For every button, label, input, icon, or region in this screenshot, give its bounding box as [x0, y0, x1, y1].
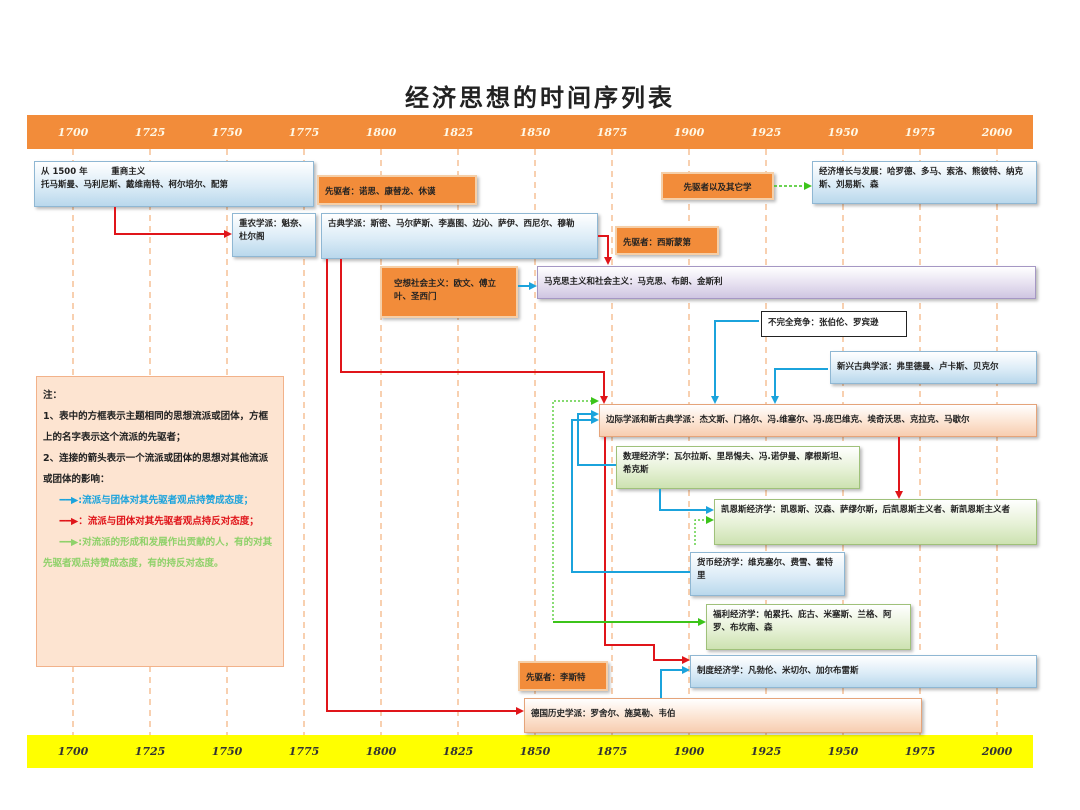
- arrow-math-to-marginal: [577, 410, 616, 466]
- box-imperfect: 不完全竞争：张伯伦、罗宾逊: [761, 311, 907, 337]
- arrow-classical-to-historical: [326, 259, 524, 715]
- arrow-monetary-to-marginal: [571, 416, 690, 573]
- top-tick-1850: 1850: [519, 125, 551, 139]
- legend-blue-arrow-item: ━━▶:流派与团体对其先驱者观点持赞成态度；: [43, 490, 277, 511]
- arrow-math-to-keynes: [659, 489, 714, 514]
- bottom-tick-1800: 1800: [365, 745, 397, 758]
- legend-line-arrows: 2、连接的箭头表示一个流派或团体的思想对其他流派或团体的影响：: [43, 453, 269, 485]
- arrow-new-classical-to-marginal: [771, 368, 828, 404]
- arrow-marginal-to-institutional: [604, 437, 690, 664]
- top-tick-1975: 1975: [904, 125, 936, 139]
- top-tick-1800: 1800: [365, 125, 397, 139]
- top-tick-2000: 2000: [981, 125, 1013, 139]
- top-tick-1825: 1825: [442, 125, 474, 139]
- legend-title: 注：: [43, 390, 63, 401]
- top-tick-1775: 1775: [288, 125, 320, 139]
- legend-red-arrow-item: ━━▶：流派与团体对其先驱者观点持反对态度；: [43, 511, 277, 532]
- arrow-list-to-institutional: [660, 666, 690, 698]
- bottom-tick-2000: 2000: [981, 745, 1013, 758]
- arrow-imperfect-to-marginal: [711, 320, 759, 404]
- blue-arrow-icon: ━━▶: [43, 495, 79, 506]
- bottom-tick-1900: 1900: [673, 745, 705, 758]
- box-forerunner-sismondi: 先驱者：西斯蒙第: [615, 226, 719, 255]
- top-tick-1725: 1725: [134, 125, 166, 139]
- box-keynes: 凯恩斯经济学：凯恩斯、汉森、萨缪尔斯，后凯恩斯主义者、新凯恩斯主义者: [714, 499, 1037, 545]
- bottom-tick-1700: 1700: [57, 745, 89, 758]
- arrow-classical-to-marginal: [340, 259, 608, 404]
- box-marxism: 马克思主义和社会主义：马克思、布朗、金斯利: [537, 266, 1036, 299]
- bottom-tick-1725: 1725: [134, 745, 166, 758]
- legend-line-boxes: 1、表中的方框表示主题相同的思想流派或团体，方框上的名字表示这个流派的先驱者；: [43, 411, 269, 443]
- box-mercantilism: 从 1500 年 重商主义 托马斯曼、马利尼斯、戴维南特、柯尔培尔、配第: [34, 161, 314, 207]
- box-new-classical: 新兴古典学派：弗里德曼、卢卡斯、贝克尔: [830, 351, 1037, 384]
- bottom-tick-1825: 1825: [442, 745, 474, 758]
- box-forerunner-hume: 先驱者：诺思、康替龙、休谟: [317, 175, 477, 205]
- box-growth: 经济增长与发展：哈罗德、多马、索洛、熊彼特、纳克斯、刘易斯、森: [812, 161, 1037, 204]
- green-arrow-icon: ━━▶: [43, 537, 79, 548]
- box-utopian: 空想社会主义：欧文、傅立叶、圣西门: [380, 266, 518, 318]
- bottom-tick-1925: 1925: [750, 745, 782, 758]
- page-title: 经济思想的时间序列表: [405, 83, 675, 112]
- box-mercantilism-heading: 从 1500 年 重商主义: [41, 167, 146, 177]
- red-arrow-icon: ━━▶: [43, 516, 79, 527]
- top-tick-1925: 1925: [750, 125, 782, 139]
- arrow-mercantilism-to-physiocrats: [114, 207, 232, 238]
- box-welfare: 福利经济学：帕累托、庇古、米塞斯、兰格、阿罗、布坎南、森: [706, 604, 911, 650]
- arrow-green-to-marginal: [552, 397, 599, 620]
- timeline-axis-top: 1700 1725 1750 1775 1800 1825 1850 1875 1900 1925…: [27, 115, 1033, 149]
- box-monetary: 货币经济学：维克塞尔、费雪、霍特里: [690, 552, 845, 596]
- top-tick-1900: 1900: [673, 125, 705, 139]
- box-classical: 古典学派：斯密、马尔萨斯、李嘉图、边沁、萨伊、西尼尔、穆勒: [321, 213, 598, 259]
- top-tick-1750: 1750: [211, 125, 243, 139]
- legend-green-arrow-item: ━━▶:对流派的形成和发展作出贡献的人，有的对其先驱者观点持赞成态度，有的持反对…: [43, 532, 277, 574]
- bottom-tick-1875: 1875: [596, 745, 628, 758]
- top-tick-1700: 1700: [57, 125, 89, 139]
- box-mercantilism-members: 托马斯曼、马利尼斯、戴维南特、柯尔培尔、配第: [41, 180, 229, 191]
- box-physiocrats: 重农学派：魁奈、杜尔阁: [232, 213, 316, 257]
- box-forerunner-list: 先驱者：李斯特: [518, 661, 608, 691]
- bottom-tick-1775: 1775: [288, 745, 320, 758]
- bottom-tick-1975: 1975: [904, 745, 936, 758]
- box-forerunner-others: 先驱者以及其它学: [661, 172, 774, 200]
- box-historical: 德国历史学派：罗舍尔、施莫勒、韦伯: [524, 698, 922, 733]
- box-math: 数理经济学：瓦尔拉斯、里昂惕夫、冯.诺伊曼、摩根斯坦、希克斯: [616, 446, 860, 489]
- bottom-tick-1750: 1750: [211, 745, 243, 758]
- timeline-axis-bottom: 1700 1725 1750 1775 1800 1825 1850 1875 1900 1925…: [27, 735, 1033, 768]
- top-tick-1875: 1875: [596, 125, 628, 139]
- arrow-green-to-keynes: [694, 516, 714, 545]
- legend-green-text: :对流派的形成和发展作出贡献的人，有的对其先驱者观点持赞成态度，有的持反对态度。: [43, 537, 273, 569]
- legend-red-text: ：流派与团体对其先驱者观点持反对态度；: [78, 516, 259, 527]
- bottom-tick-1950: 1950: [827, 745, 859, 758]
- box-institutional: 制度经济学：凡勃伦、米切尔、加尔布雷斯: [690, 655, 1037, 688]
- top-tick-1950: 1950: [827, 125, 859, 139]
- arrow-classical-to-sismondi: [598, 235, 612, 265]
- legend-blue-text: :流派与团体对其先驱者观点持赞成态度；: [78, 495, 254, 506]
- bottom-tick-1850: 1850: [519, 745, 551, 758]
- legend-note: 注： 1、表中的方框表示主题相同的思想流派或团体，方框上的名字表示这个流派的先驱…: [36, 376, 284, 667]
- box-marginal: 边际学派和新古典学派：杰文斯、门格尔、冯.维塞尔、冯.庞巴维克、埃奇沃思、克拉克…: [599, 404, 1037, 437]
